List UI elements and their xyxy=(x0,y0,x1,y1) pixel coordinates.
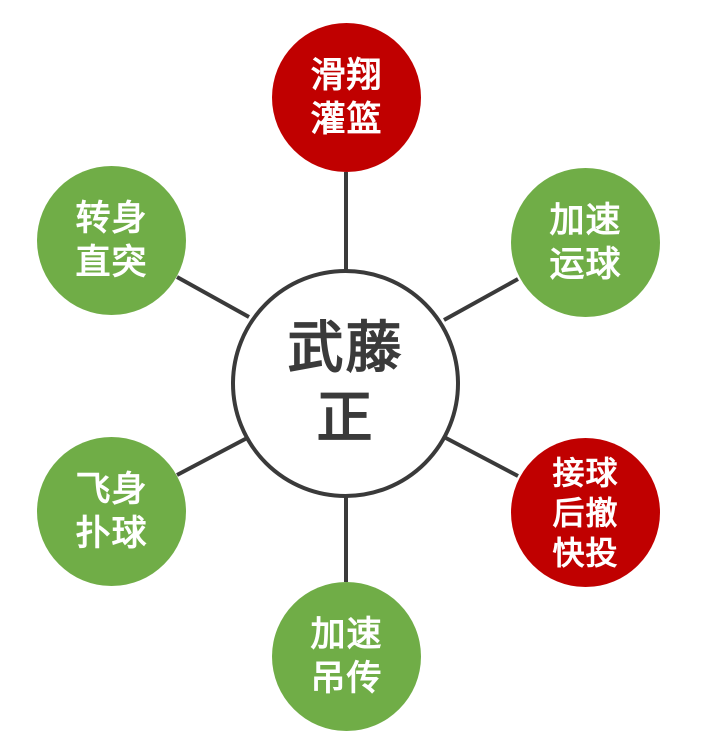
skill-label-line: 快投 xyxy=(552,533,619,572)
skill-label-line: 直突 xyxy=(75,242,148,283)
skill-label-line: 加速 xyxy=(549,200,622,241)
skill-label-line: 滑翔 xyxy=(310,55,383,96)
skill-node-catch-stepback-shot: 接球 后撤 快投 xyxy=(511,438,660,587)
skill-label-line: 转身 xyxy=(75,198,148,239)
center-label-line-1: 武藤 xyxy=(287,315,404,381)
center-label-line-2: 正 xyxy=(316,385,375,451)
connector-top-right xyxy=(443,277,519,322)
connector-top-left xyxy=(176,275,250,319)
skill-node-spin-drive: 转身 直突 xyxy=(37,166,186,315)
skill-node-speed-lob-pass: 加速 吊传 xyxy=(272,582,421,731)
connector-bottom-left xyxy=(176,435,250,477)
skill-label-line: 运球 xyxy=(549,244,622,285)
skill-label-line: 灌篮 xyxy=(310,99,383,140)
skill-node-diving-save: 飞身 扑球 xyxy=(37,437,186,586)
skill-node-slam-dunk: 滑翔 灌篮 xyxy=(272,23,421,172)
skill-label-line: 后撤 xyxy=(552,493,619,532)
skill-label-line: 扑球 xyxy=(75,513,148,554)
center-node-wuteng-tadashi: 武藤 正 xyxy=(231,269,460,498)
skill-label-line: 飞身 xyxy=(75,469,148,510)
skill-label-line: 接球 xyxy=(552,453,619,492)
skill-node-speed-dribble: 加速 运球 xyxy=(511,168,660,317)
skill-label-line: 吊传 xyxy=(310,658,383,699)
skill-label-line: 加速 xyxy=(310,614,383,655)
connector-bottom-right xyxy=(443,435,519,478)
